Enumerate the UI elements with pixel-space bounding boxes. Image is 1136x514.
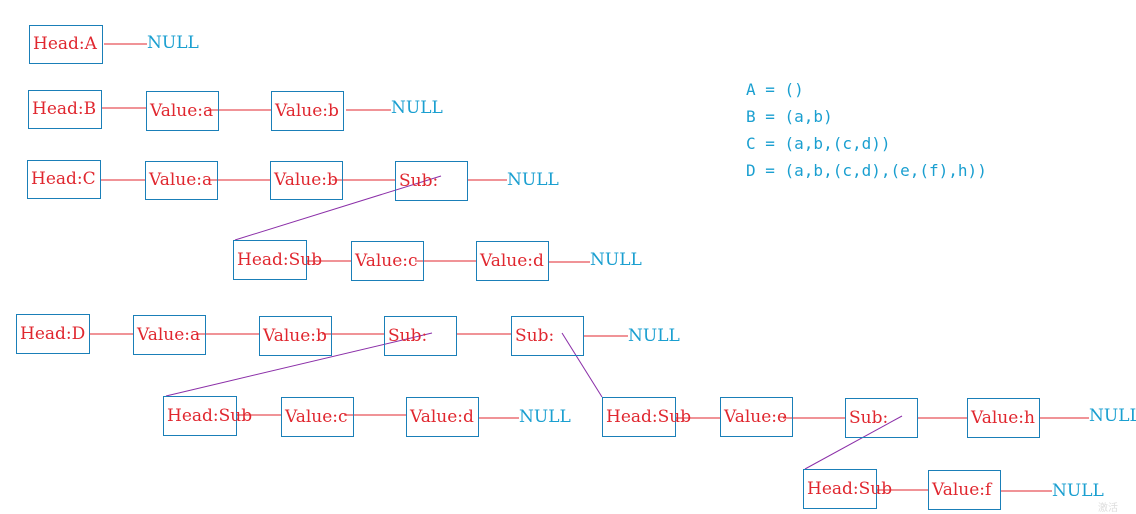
node-c-v2: Value:b (270, 161, 343, 200)
node-c-sub-v2: Value:d (476, 241, 549, 281)
node-b-head: Head:B (28, 90, 102, 129)
node-d-s2-v2: Value:h (967, 398, 1040, 438)
node-d-sub2: Sub: (511, 316, 584, 356)
notation-block: A = () B = (a,b) C = (a,b,(c,d)) D = (a,… (746, 76, 987, 184)
node-d-s1-v2: Value:d (406, 397, 479, 437)
node-d-v1: Value:a (133, 315, 206, 355)
null-d-sub3-label: NULL (1052, 481, 1104, 501)
sublist-pointer-line (804, 415, 903, 470)
null-c-label: NULL (507, 170, 559, 190)
node-d-v2: Value:b (259, 316, 332, 356)
node-a-head: Head:A (29, 25, 103, 64)
node-c-v1: Value:a (145, 161, 218, 200)
node-c-head: Head:C (27, 160, 101, 199)
null-a-label: NULL (147, 33, 199, 53)
null-d-sub2-label: NULL (1089, 406, 1136, 426)
notation-line-a: A = () (746, 80, 804, 99)
sublist-pointer-line (234, 175, 442, 241)
node-d-s3-v1: Value:f (928, 470, 1001, 510)
node-d-s1-v1: Value:c (281, 397, 354, 437)
null-d-label: NULL (628, 326, 680, 346)
notation-line-b: B = (a,b) (746, 107, 833, 126)
node-d-head: Head:D (16, 314, 90, 354)
node-d-sub1: Sub: (384, 316, 457, 356)
sublist-pointer-line (561, 332, 603, 398)
node-b-v1: Value:a (146, 91, 219, 131)
node-b-v2: Value:b (271, 91, 344, 131)
null-c-sub-label: NULL (590, 250, 642, 270)
node-d-s3-head: Head:Sub (803, 469, 892, 509)
node-c-sub: Sub: (395, 161, 468, 201)
node-d-s2-sub: Sub: (845, 398, 918, 438)
watermark: 激活 (1098, 503, 1118, 514)
node-c-sub-head: Head:Sub (233, 240, 322, 280)
node-d-s1-head: Head:Sub (163, 396, 252, 436)
notation-line-c: C = (a,b,(c,d)) (746, 134, 891, 153)
node-d-s2-head: Head:Sub (602, 397, 691, 437)
node-c-sub-v1: Value:c (351, 241, 424, 281)
null-b-label: NULL (391, 98, 443, 118)
notation-line-d: D = (a,b,(c,d),(e,(f),h)) (746, 161, 987, 180)
sublist-pointer-line (165, 332, 433, 397)
null-d-sub1-label: NULL (519, 407, 571, 427)
node-d-s2-v1: Value:e (720, 397, 793, 437)
